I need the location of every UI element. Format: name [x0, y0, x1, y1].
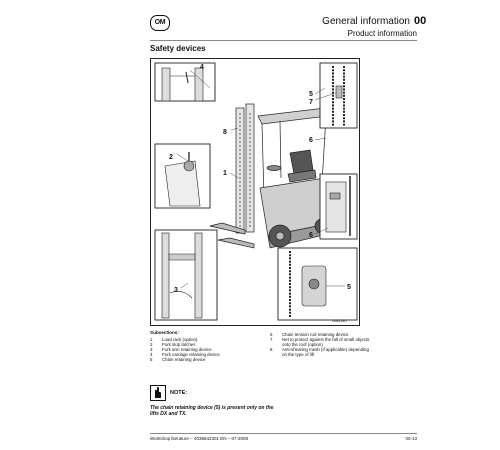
header-subtitle: Product information — [347, 29, 417, 38]
note-label: NOTE: — [170, 390, 188, 396]
section-title: Safety devices — [150, 44, 206, 53]
header-title: General information — [322, 16, 410, 27]
callout-8: 8 — [223, 129, 227, 136]
callout-7: 7 — [309, 99, 313, 106]
note-text: The chain retaining device (5) is presen… — [150, 405, 274, 417]
inset-fork-arm-retainer — [154, 229, 218, 321]
inset-fork-stop-latch — [154, 143, 211, 209]
callout-3: 3 — [174, 287, 178, 294]
callout-5-top: 5 — [309, 91, 313, 98]
forklift-safety-figure: 4 2 8 1 3 5 7 6 6 5 OM1567 — [150, 58, 360, 326]
footer-divider — [150, 433, 417, 434]
inset-chain-tension-rod — [319, 173, 358, 240]
callout-5-bottom: 5 — [347, 284, 351, 291]
chapter-number: 00 — [414, 15, 427, 27]
figure-code: OM1567 — [332, 318, 348, 323]
note-hand-icon — [150, 385, 166, 401]
inset-chain-retainer-bottom — [277, 247, 358, 321]
callout-1: 1 — [223, 170, 227, 177]
callout-4: 4 — [200, 64, 204, 71]
inset-chain-retainer-top — [319, 62, 358, 129]
legend-heading: Subsections: — [150, 330, 179, 335]
inset-fork-carriage-retainer — [154, 62, 216, 102]
page-number: 00-13 — [405, 436, 417, 441]
brand-logo: OM — [150, 15, 170, 31]
callout-6-lower: 6 — [309, 232, 313, 239]
footer-doc-reference: Workshop literature – 4038642301 EN – 07… — [150, 436, 248, 441]
callout-6-upper: 6 — [309, 137, 313, 144]
callout-2: 2 — [169, 154, 173, 161]
header-divider — [150, 40, 417, 41]
